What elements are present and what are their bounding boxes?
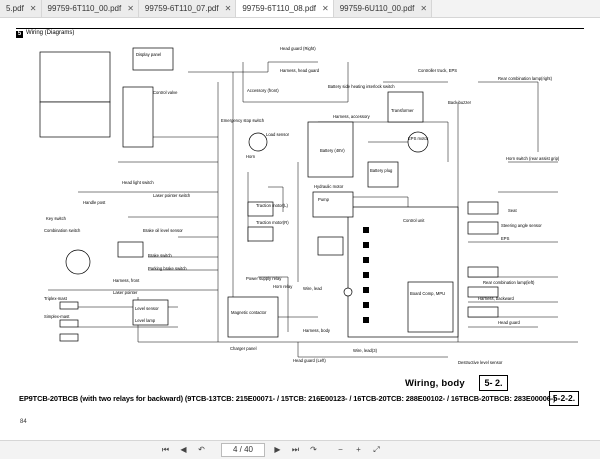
label-wire-lead3: Wire, lead(3) [353, 348, 378, 353]
zoom-out-icon[interactable]: − [338, 445, 343, 454]
label-head-guard-left: Head guard (Left) [293, 358, 326, 363]
caption-section-box: 5-2-2. [549, 391, 579, 406]
prev-page-icon[interactable]: ◀ [180, 445, 187, 454]
label-harness-front: Harness, front [113, 278, 140, 283]
tab-label: 99759-6T110_08.pdf [242, 4, 317, 13]
footer-section-box: 5- 2. [479, 375, 508, 391]
label-controller-truck: Controller truck, EPS [418, 68, 457, 73]
tab-0[interactable]: 5.pdf ✕ [0, 0, 42, 17]
label-parking-brake: Parking brake switch [148, 266, 187, 271]
first-page-icon[interactable]: ⏮ [161, 445, 170, 454]
wiring-diagram: Display panel Head guard (Right) Harness… [39, 46, 578, 365]
page-input[interactable]: 4 / 40 [221, 443, 265, 457]
section-number: 5 [16, 31, 23, 38]
label-steering-sensor: Steering angle sensor [501, 223, 542, 228]
tab-4[interactable]: 99759-6U110_00.pdf ✕ [333, 0, 433, 17]
tab-label: 99759-6T110_07.pdf [144, 4, 219, 13]
label-laser-pointer-switch: Laser pointer switch [153, 193, 191, 198]
tab-1[interactable]: 99759-6T110_00.pdf ✕ [41, 0, 139, 17]
label-display-panel: Display panel [136, 52, 161, 57]
label-hydraulic-motor: Hydraulic motor [314, 184, 344, 189]
label-level-sensor: Level sensor [135, 306, 159, 311]
label-laser-pointer: Laser pointer [113, 290, 138, 295]
fit-page-icon[interactable]: ⤢ [373, 445, 380, 454]
label-horn: Horn [246, 154, 256, 159]
label-eps: EPS [501, 236, 510, 241]
label-horn-switch: Horn switch (rear assist grip) [506, 156, 560, 161]
label-triplex-mast: Triplex-mast [44, 296, 68, 301]
page-number: 84 [20, 419, 27, 425]
back-icon[interactable]: ↶ [198, 445, 205, 454]
label-head-guard: Head guard [498, 320, 521, 325]
label-destructive-level: Destructive level sensor [458, 360, 503, 365]
label-back-buzzer: Back buzzer [448, 100, 472, 105]
label-charger-panel: Charger panel [230, 346, 257, 351]
label-board-comp: Board Comp, MPU [410, 291, 445, 296]
close-icon[interactable]: ✕ [127, 4, 134, 13]
footer-title: Wiring, body [405, 378, 465, 389]
label-transformer: Transformer [391, 108, 414, 113]
label-seat: Seat [508, 208, 517, 213]
tab-label: 99759-6U110_00.pdf [339, 4, 415, 13]
label-key-switch: Key switch [46, 216, 67, 221]
zoom-in-icon[interactable]: + [356, 445, 361, 454]
label-rear-combination-lamp-left: Rear combination lamp(left) [483, 280, 535, 285]
tab-bar: 5.pdf ✕ 99759-6T110_00.pdf ✕ 99759-6T110_0… [0, 0, 600, 18]
label-harness-accessory: Harness, accessory [333, 114, 371, 119]
label-handle-post: Handle post [83, 200, 106, 205]
forward-icon[interactable]: ↷ [310, 445, 317, 454]
label-load-sensor: Load sensor [266, 132, 290, 137]
section-header: 5 Wiring (Diagrams) [16, 28, 584, 39]
section-title: Wiring (Diagrams) [26, 30, 75, 36]
next-page-icon[interactable]: ▶ [274, 445, 281, 454]
label-rear-combination-lamp-right: Rear combination lamp(right) [498, 76, 553, 81]
label-horn-relay: Horn relay [273, 284, 293, 289]
label-level-lamp: Level lamp [135, 318, 156, 323]
close-icon[interactable]: ✕ [420, 4, 428, 13]
label-magnetic-contactor: Magnetic contactor [231, 310, 267, 315]
label-pump: Pump [318, 197, 330, 202]
diagram-caption: EP9TCB-20TBCB (with two relays for backw… [19, 394, 556, 403]
tab-2[interactable]: 99759-6T110_07.pdf ✕ [138, 0, 237, 17]
label-eps-motor: EPS motor [408, 136, 429, 141]
label-traction-motor-r: Traction motor(R) [256, 220, 289, 225]
tab-label: 5.pdf [6, 4, 24, 13]
label-wire-lead: Wire, lead [303, 286, 323, 291]
close-icon[interactable]: ✕ [29, 4, 37, 13]
label-accessory-front: Accessory (front) [247, 88, 279, 93]
tab-label: 99759-6T110_00.pdf [47, 4, 122, 13]
label-brake-switch: Brake switch [148, 253, 172, 258]
last-page-icon[interactable]: ⏭ [291, 445, 300, 454]
label-battery: Battery (48V) [320, 148, 345, 153]
label-control-unit: Control unit [403, 218, 425, 223]
label-battery-plug: Battery plug [370, 168, 393, 173]
label-battery-side-heating: Battery side heating interlock switch [328, 84, 395, 89]
tab-3[interactable]: 99759-6T110_08.pdf ✕ [236, 0, 334, 17]
label-traction-motor-l: Traction motor(L) [256, 203, 289, 208]
label-harness-backward: Harness, backward [478, 296, 515, 301]
close-icon[interactable]: ✕ [224, 4, 232, 13]
label-laser-relay: Power supply relay [246, 276, 282, 281]
label-head-guard-right: Head guard (Right) [280, 46, 316, 51]
label-head-light-switch: Head light switch [122, 180, 154, 185]
label-simplex-mast: Simplex-mast [44, 314, 70, 319]
label-brake-oil: Brake oil level sensor [143, 228, 183, 233]
label-combination-switch: Combination switch [44, 228, 81, 233]
label-emergency-stop: Emergency stop switch [221, 118, 265, 123]
label-harness-head-guard: Harness, head guard [280, 68, 320, 73]
label-harness-body: Harness, body [303, 328, 331, 333]
status-bar: ⏮ ◀ ↶ 4 / 40 ▶ ⏭ ↷ − + ⤢ [0, 440, 600, 459]
label-control-valve: Control valve [153, 90, 178, 95]
close-icon[interactable]: ✕ [322, 4, 329, 13]
